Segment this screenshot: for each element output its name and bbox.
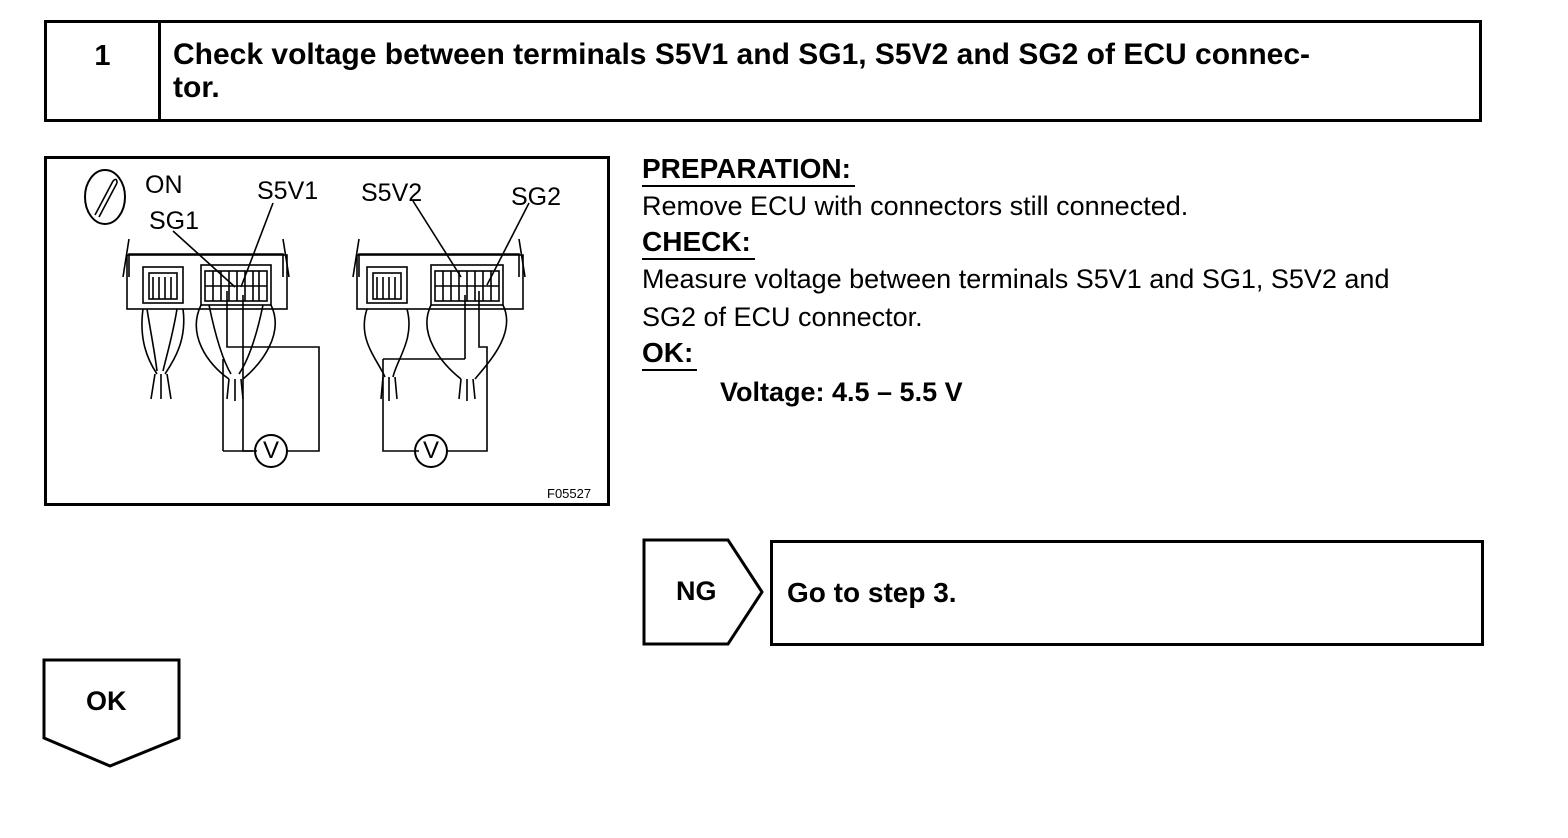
instructions: PREPARATION: Remove ECU with connectors … [642,152,1492,409]
wiring-illustration: ON SG1 S5V1 S5V2 SG2 V V F05527 [44,156,610,506]
check-heading: CHECK: [642,225,755,260]
step-number: 1 [47,23,161,119]
ok-heading: OK: [642,336,698,371]
step-header: 1 Check voltage between terminals S5V1 a… [44,20,1482,122]
measurement-loop-left [222,291,320,452]
measurement-loop-right [382,291,488,452]
label-on: ON [145,171,183,199]
ng-label: NG [676,576,717,606]
ng-result: Go to step 3. [770,540,1484,646]
ignition-key-icon [84,169,126,225]
label-s5v1: S5V1 [257,177,319,205]
label-s5v2: S5V2 [361,179,423,207]
ok-label: OK [86,686,127,716]
check-text-line2: SG2 of ECU connector. [642,302,923,332]
voltmeter-left-icon [254,434,288,468]
ecu-left [122,238,290,401]
preparation-text: Remove ECU with connectors still connect… [642,191,1189,221]
figure-code: F05527 [547,486,592,501]
ok-spec: Voltage: 4.5 – 5.5 V [720,377,963,407]
preparation-heading: PREPARATION: [642,152,855,187]
step-title: Check voltage between terminals S5V1 and… [173,38,1311,104]
voltmeter-left-label: V [263,437,280,464]
voltmeter-right-icon [414,434,448,468]
label-sg2: SG2 [511,183,562,211]
label-sg1: SG1 [149,207,200,235]
check-text-line1: Measure voltage between terminals S5V1 a… [642,264,1390,294]
voltmeter-right-label: V [423,437,440,464]
ng-arrow: NG [642,538,766,646]
ecu-right [352,238,526,401]
wiring-diagram [84,169,530,468]
ok-arrow: OK [42,658,182,770]
